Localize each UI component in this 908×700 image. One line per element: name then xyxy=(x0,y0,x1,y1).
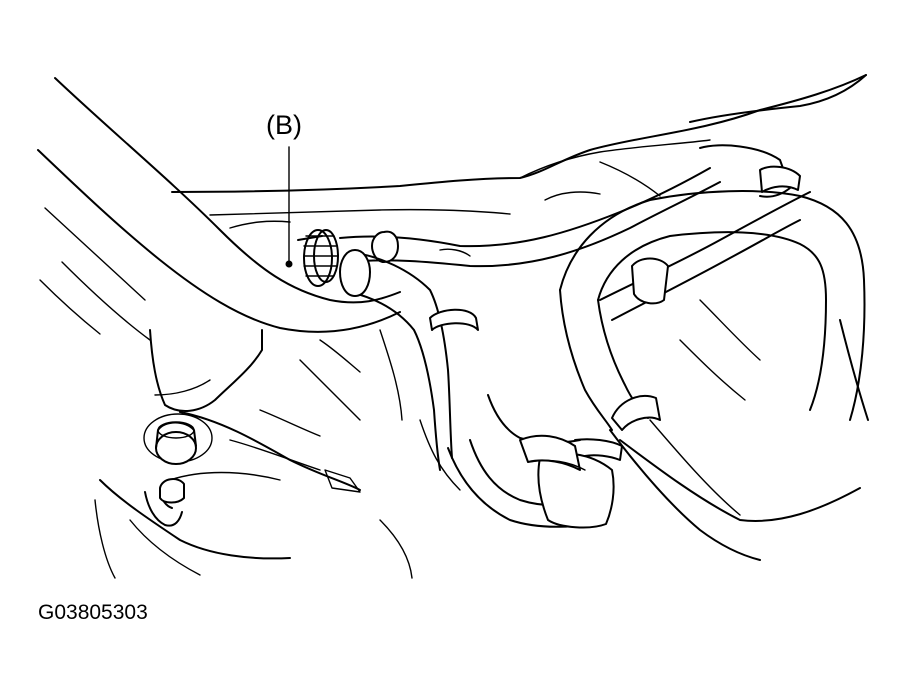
main-hose xyxy=(339,249,479,471)
frame-member xyxy=(37,77,401,341)
body-panel-outline xyxy=(171,74,867,229)
upper-right-pipe xyxy=(599,144,811,321)
bolt xyxy=(143,413,213,465)
hose-clamp-b xyxy=(297,229,339,287)
right-diagonal-pipe xyxy=(609,319,869,561)
upper-hose xyxy=(339,167,721,268)
small-fitting xyxy=(144,478,185,527)
callout-label-b: (B) xyxy=(266,110,302,140)
figure-code: G03805303 xyxy=(38,601,148,624)
lower-bracket xyxy=(94,329,461,579)
u-hose xyxy=(447,394,623,529)
callout-leader-b xyxy=(285,146,293,268)
